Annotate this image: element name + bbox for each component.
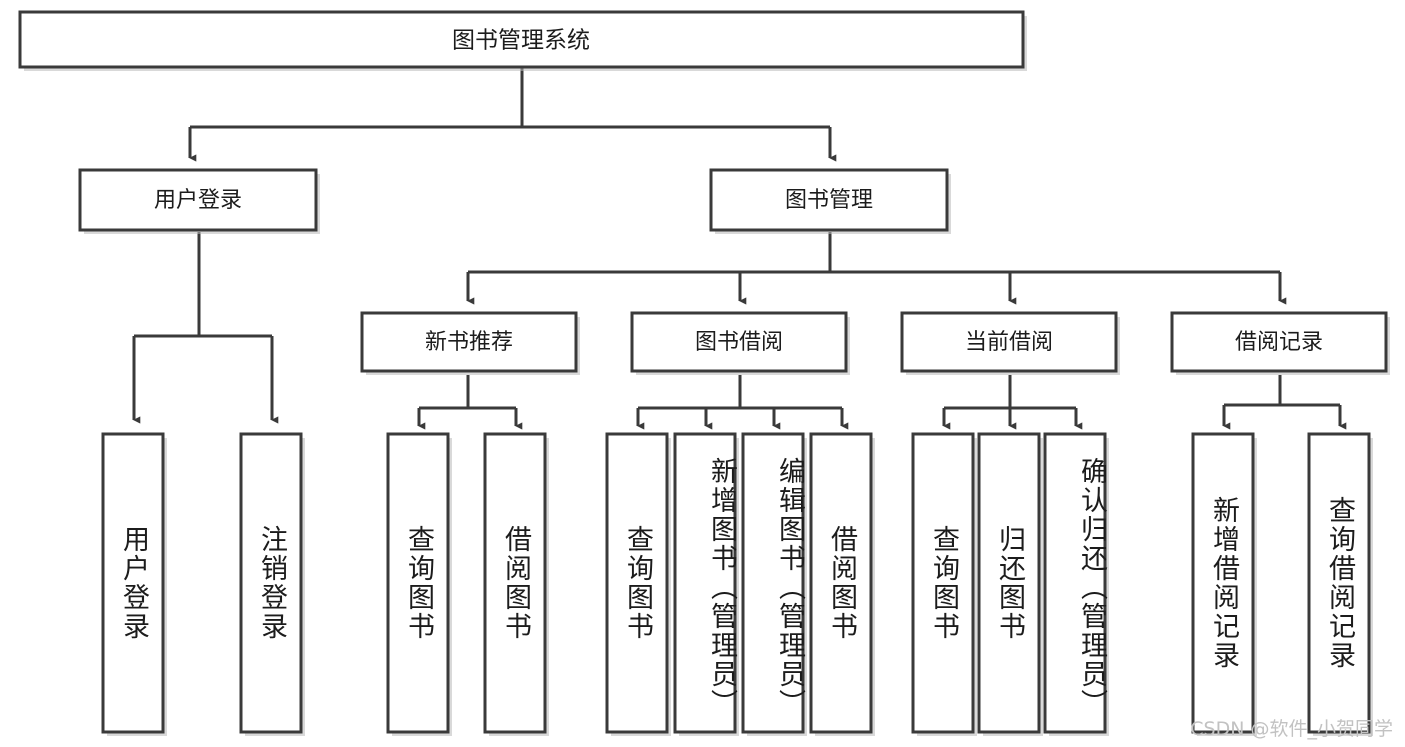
edges-current-to-leaves	[942, 375, 1083, 430]
node-leaf-borrow-4[interactable]	[809, 432, 875, 736]
node-current-label: 当前借阅	[965, 330, 1053, 355]
node-record-label: 借阅记录	[1235, 330, 1323, 355]
edges-root-to-level2	[188, 67, 837, 162]
node-leaf-newbook-2[interactable]	[483, 432, 549, 736]
node-newbook-label: 新书推荐	[425, 330, 513, 355]
node-bookmgmt-label: 图书管理	[785, 188, 873, 213]
node-leaf-record-1[interactable]	[1191, 432, 1257, 736]
node-login[interactable]: 用户登录	[78, 168, 320, 234]
edges-login-to-leaves	[132, 232, 279, 424]
csdn-watermark: CSDN @软件_小贺同学	[1190, 718, 1393, 740]
node-leaf-current-3[interactable]	[1043, 432, 1109, 736]
node-record[interactable]: 借阅记录	[1170, 311, 1390, 375]
node-leaf-current-1[interactable]	[911, 432, 977, 736]
node-root-label: 图书管理系统	[452, 28, 590, 54]
node-leaf-login-1[interactable]	[101, 432, 167, 736]
node-leaf-newbook-1[interactable]	[386, 432, 452, 736]
node-leaf-borrow-1[interactable]	[605, 432, 671, 736]
edges-borrow-to-leaves	[636, 375, 849, 430]
node-leaf-borrow-2[interactable]	[673, 432, 739, 736]
edges-newbook-to-leaves	[417, 375, 523, 430]
leaf-boxes	[101, 432, 1373, 736]
node-login-label: 用户登录	[154, 188, 242, 213]
edges-bookmgmt-to-level3	[466, 232, 1287, 305]
node-bookmgmt[interactable]: 图书管理	[709, 168, 951, 234]
node-borrow[interactable]: 图书借阅	[630, 311, 850, 375]
node-leaf-current-2[interactable]	[977, 432, 1043, 736]
node-current[interactable]: 当前借阅	[900, 311, 1120, 375]
edges-record-to-leaves	[1222, 375, 1347, 430]
node-borrow-label: 图书借阅	[695, 330, 783, 355]
node-root[interactable]: 图书管理系统	[18, 10, 1027, 71]
node-leaf-record-2[interactable]	[1307, 432, 1373, 736]
node-newbook[interactable]: 新书推荐	[360, 311, 580, 375]
node-leaf-borrow-3[interactable]	[741, 432, 807, 736]
node-leaf-login-2[interactable]	[239, 432, 305, 736]
